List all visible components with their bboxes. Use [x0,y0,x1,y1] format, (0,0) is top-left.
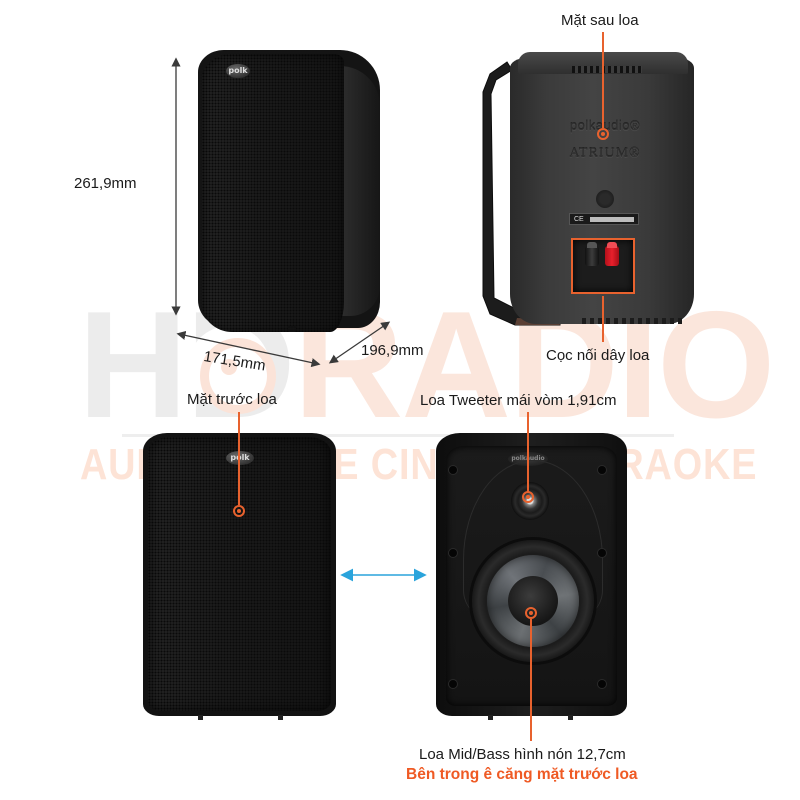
ce-mark: CE [574,216,584,223]
depth-dimension-label: 196,9mm [361,342,424,359]
woofer-callout-label: Loa Mid/Bass hình nón 12,7cm [419,746,626,763]
mounting-hole [596,190,614,208]
front-callout-label: Mặt trước loa [187,391,277,408]
terminal-callout-line [602,296,604,342]
back-callout-label: Mặt sau loa [561,12,639,29]
polk-logo-badge-front: polk [226,451,254,465]
front-callout-line [238,412,240,505]
speaker-top-vent [572,66,642,73]
woofer-callout-line [530,619,532,741]
speaker-foot-right [278,715,283,720]
front-callout-dot [233,505,245,517]
back-callout-line [602,32,604,128]
screw-icon [598,549,606,557]
polkaudio-embossed-mark: polkaudio® [569,118,641,133]
negative-binding-post [585,242,599,266]
terminal-callout-label: Cọc nối dây loa [546,347,650,364]
height-dimension-label: 261,9mm [74,175,137,192]
serial-barcode [590,217,634,222]
polk-logo-badge: polk [226,64,250,78]
positive-binding-post [605,242,619,266]
speaker-foot [288,326,296,332]
screw-icon [449,549,457,557]
woofer-callout-dot [525,607,537,619]
screw-icon [449,466,457,474]
speaker-terminal-box [571,238,635,294]
speaker-grille [202,54,344,332]
screw-icon [449,680,457,688]
tweeter-callout-dot [522,491,534,503]
woofer-callout-note: Bên trong ê căng mặt trước loa [406,766,638,783]
tweeter-callout-label: Loa Tweeter mái vòm 1,91cm [420,392,617,409]
speaker-back-feet [582,318,682,324]
screw-icon [598,680,606,688]
speaker-front-grille [148,437,331,711]
speaker-foot-right [568,715,573,720]
speaker-foot-left [488,715,493,720]
screw-icon [598,466,606,474]
tweeter-callout-line [527,412,529,492]
watermark-divider [122,434,674,437]
back-callout-dot [597,128,609,140]
atrium-embossed-mark: ATRIUM® [569,146,641,161]
rating-label: CE [569,213,639,225]
speaker-foot-left [198,715,203,720]
